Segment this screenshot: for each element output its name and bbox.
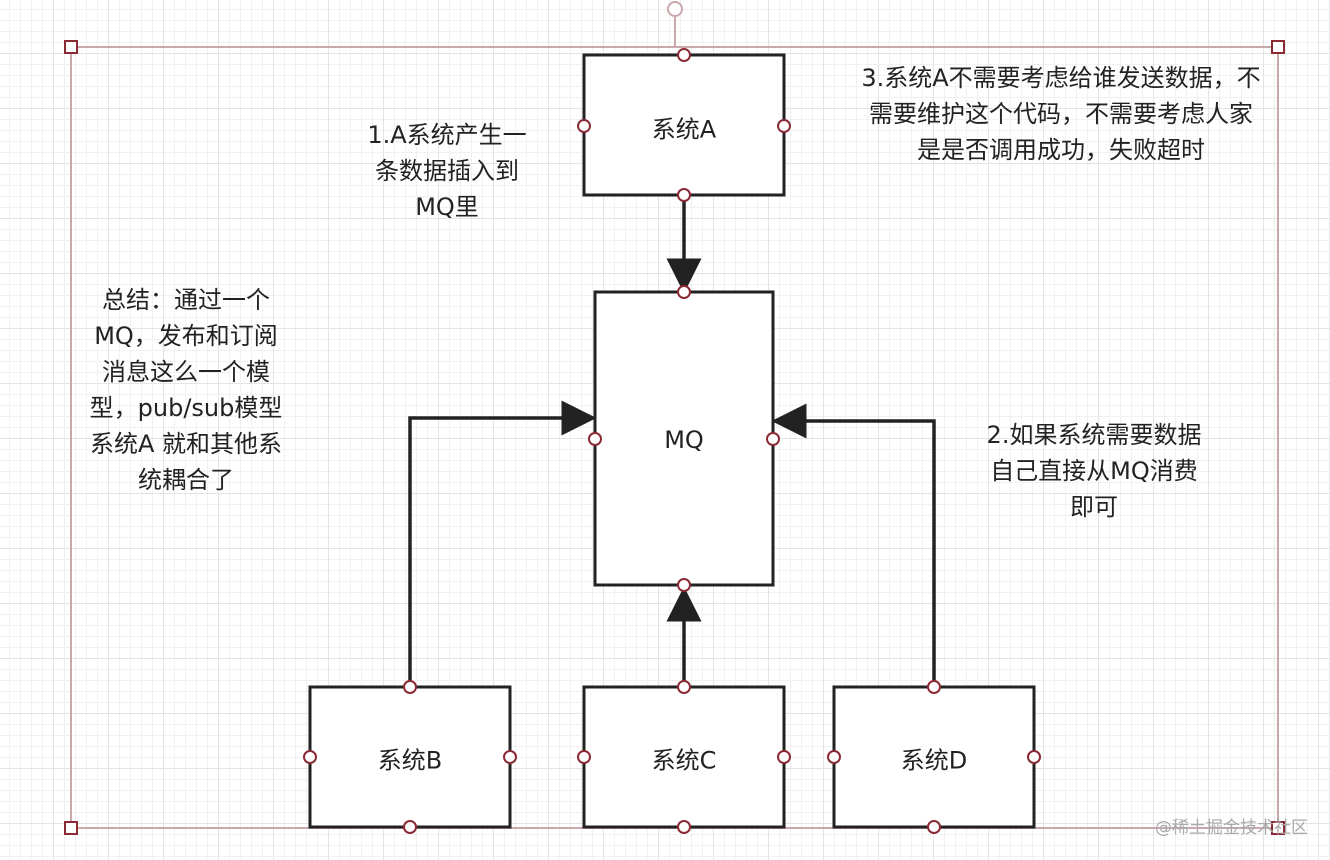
connectors [408, 196, 936, 687]
note-step3[interactable]: 3.系统A不需要考虑给谁发送数据，不 需要维护这个代码，不需要考虑人家 是是否调… [861, 60, 1260, 168]
connection-point[interactable] [677, 188, 691, 202]
connection-point[interactable] [677, 820, 691, 834]
note-line: 消息这么一个模 [102, 358, 270, 386]
watermark: @稀土掘金技术社区 [1155, 818, 1308, 838]
note-line: 是是否调用成功，失败超时 [916, 136, 1205, 164]
resize-handle-bottom-left[interactable] [64, 821, 78, 835]
connection-point[interactable] [766, 432, 780, 446]
note-line: 总结：通过一个 [102, 286, 270, 314]
note-line: 3.系统A不需要考虑给谁发送数据，不 [861, 64, 1261, 92]
resize-handle-bottom-right[interactable] [1271, 821, 1285, 835]
note-line: 系统A 就和其他系 [89, 430, 283, 458]
arrow-b-to-mq[interactable] [408, 400, 597, 687]
note-line: 统耦合了 [138, 466, 234, 494]
note-line: 条数据插入到 [374, 157, 519, 185]
system-b-label: 系统B [377, 746, 443, 775]
note-step1[interactable]: 1.A系统产生一 条数据插入到 MQ里 [367, 117, 526, 225]
connection-point[interactable] [827, 750, 841, 764]
note-line: 即可 [1070, 493, 1118, 521]
connection-point[interactable] [777, 119, 791, 133]
note-step2[interactable]: 2.如果系统需要数据 自己直接从MQ消费 即可 [987, 417, 1202, 525]
connection-point[interactable] [303, 750, 317, 764]
note-line: MQ里 [415, 193, 479, 221]
connection-point[interactable] [927, 680, 941, 694]
arrow-d-to-mq[interactable] [771, 403, 936, 687]
system-d-box[interactable] [832, 685, 1036, 829]
connection-point[interactable] [677, 578, 691, 592]
system-a-label: 系统A [651, 115, 717, 144]
connection-point[interactable] [503, 750, 517, 764]
connection-point[interactable] [777, 750, 791, 764]
note-line: MQ，发布和订阅 [94, 322, 278, 350]
system-c-label: 系统C [651, 746, 717, 775]
rotate-handle[interactable] [667, 1, 683, 17]
note-line: 需要维护这个代码，不需要考虑人家 [868, 100, 1253, 128]
connection-point[interactable] [403, 820, 417, 834]
note-line: 1.A系统产生一 [367, 121, 527, 149]
note-line: 2.如果系统需要数据 [986, 421, 1202, 449]
note-line: 自己直接从MQ消费 [990, 457, 1198, 485]
note-line: 型，pub/sub模型 [89, 394, 283, 422]
connection-point[interactable] [1027, 750, 1041, 764]
resize-handle-top-right[interactable] [1271, 40, 1285, 54]
resize-handle-top-left[interactable] [64, 40, 78, 54]
connection-point[interactable] [403, 680, 417, 694]
connection-point[interactable] [677, 48, 691, 62]
connection-point[interactable] [577, 750, 591, 764]
connection-point[interactable] [577, 119, 591, 133]
mq-label: MQ [664, 426, 704, 454]
connection-point[interactable] [927, 820, 941, 834]
connection-point[interactable] [677, 680, 691, 694]
system-d-label: 系统D [900, 746, 968, 775]
note-summary[interactable]: 总结：通过一个 MQ，发布和订阅 消息这么一个模 型，pub/sub模型 系统A… [90, 282, 283, 498]
connection-points [303, 48, 1041, 834]
connection-point[interactable] [677, 285, 691, 299]
connection-point[interactable] [588, 432, 602, 446]
